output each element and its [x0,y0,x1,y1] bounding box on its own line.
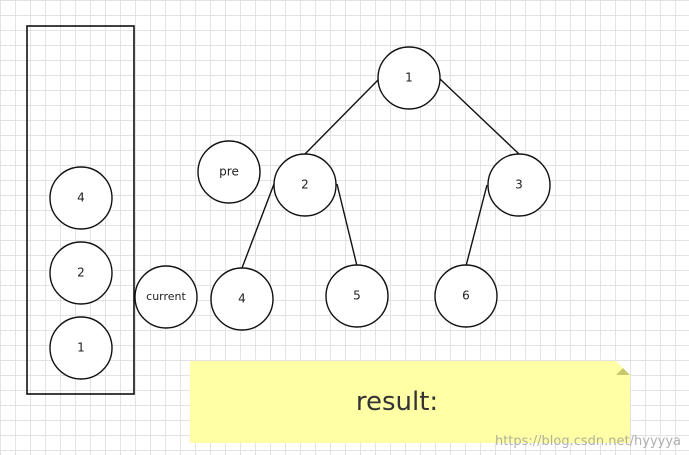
tree-node-6: 6 [434,264,498,328]
edge-2-5 [336,183,358,267]
tree-node-4: 4 [210,267,274,331]
pre-pointer-label: pre [219,165,239,179]
result-label: result: [355,387,439,417]
tree-node-5: 5 [325,264,389,328]
stack-item-label: 1 [77,341,85,355]
pre-pointer: pre [197,140,261,204]
result-note: result: [190,361,630,443]
stack-item-label: 2 [77,266,85,280]
stack-item: 1 [49,316,113,380]
tree-node-3: 3 [487,153,551,217]
edge-1-2 [304,78,380,155]
current-pointer-label: current [146,290,186,303]
stack-container [26,25,135,395]
tree-node-2: 2 [273,153,337,217]
stack-item: 2 [49,241,113,305]
watermark: https://blog.csdn.net/hyyyya [494,434,681,449]
tree-node-label: 5 [353,289,361,303]
tree-node-1: 1 [377,46,441,110]
tree-node-label: 1 [405,71,413,85]
stack-item-label: 4 [77,191,85,205]
current-pointer: current [134,265,198,329]
tree-node-label: 2 [301,178,309,192]
tree-node-label: 4 [238,292,246,306]
edge-1-3 [439,78,520,155]
tree-edges [241,78,520,269]
note-fold-cut [616,361,630,375]
edge-3-6 [465,184,488,267]
edge-2-4 [241,183,275,269]
stack-item: 4 [49,166,113,230]
tree-node-label: 6 [462,289,470,303]
tree-node-label: 3 [515,178,523,192]
